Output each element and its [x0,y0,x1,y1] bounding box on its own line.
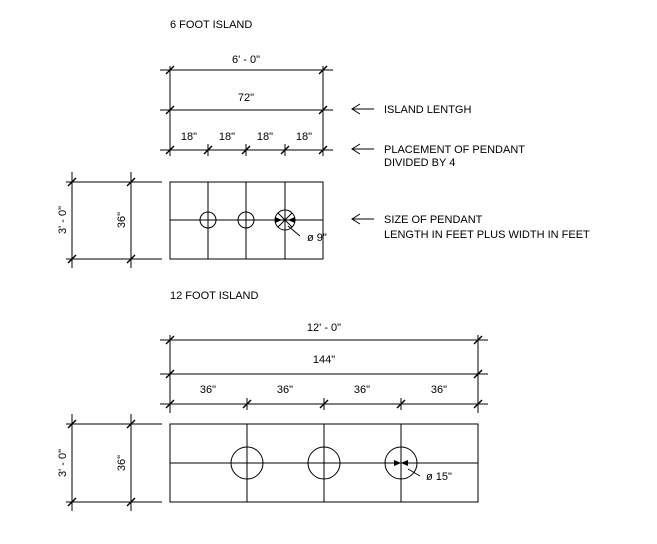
six-foot-segment-label: 18" [296,131,312,143]
twelve-foot-segment-dimension: 36" 36" 36" 36" [160,384,488,410]
callout-size-text: SIZE OF PENDANT [384,214,483,226]
six-foot-depth-feet: 3' - 0" [57,206,69,234]
pendant-light [237,211,255,229]
six-foot-island-plan: ø 9" [169,181,327,260]
twelve-foot-segment-label: 36" [431,384,447,396]
six-foot-depth-inches: 36" [116,212,128,228]
six-foot-segment-label: 18" [181,131,197,143]
six-foot-inch-label: 72" [238,92,254,104]
twelve-foot-inch-label: 144" [313,354,335,366]
twelve-foot-overall-label: 12' - 0" [307,322,341,334]
twelve-foot-depth-dimension: 3' - 0" 36" [57,414,162,511]
twelve-foot-island-heading: 12 FOOT ISLAND [170,290,258,302]
twelve-foot-island: 12 FOOT ISLAND 12' - 0" 144" [57,290,488,511]
callout-size: SIZE OF PENDANT LENGTH IN FEET PLUS WIDT… [351,213,590,241]
six-foot-segment-label: 18" [257,131,273,143]
six-foot-segment-dimension: 18" 18" 18" 18" [160,131,333,156]
callouts: ISLAND LENTGH PLACEMENT OF PENDANT DIVID… [351,103,590,241]
twelve-foot-segment-label: 36" [354,384,370,396]
twelve-foot-segment-label: 36" [277,384,293,396]
pendant-light [307,446,341,480]
callout-size-text: LENGTH IN FEET PLUS WIDTH IN FEET [384,229,590,241]
six-foot-depth-dimension: 3' - 0" 36" [57,172,162,268]
twelve-foot-segment-label: 36" [200,384,216,396]
six-foot-overall-dimension: 6' - 0" [160,54,333,156]
callout-placement: PLACEMENT OF PENDANT DIVIDED BY 4 [351,143,525,169]
pendant-light [199,211,217,229]
callout-placement-text: PLACEMENT OF PENDANT [384,144,525,156]
twelve-foot-depth-inches: 36" [116,455,128,471]
six-foot-island-heading: 6 FOOT ISLAND [170,19,252,31]
six-foot-island: 6 FOOT ISLAND 6' - 0" 72" [57,19,333,268]
six-foot-pendant-diameter: ø 9" [307,232,327,244]
six-foot-inch-dimension: 72" [160,92,333,115]
twelve-foot-pendant-diameter: ø 15" [426,471,452,483]
pendant-light [230,446,264,480]
twelve-foot-island-plan: ø 15" [169,423,479,503]
callout-island-length-text: ISLAND LENTGH [384,104,471,116]
callout-island-length: ISLAND LENTGH [351,103,471,116]
six-foot-overall-label: 6' - 0" [232,54,260,66]
six-foot-segment-label: 18" [219,131,235,143]
callout-placement-text: DIVIDED BY 4 [384,157,455,169]
twelve-foot-depth-feet: 3' - 0" [57,449,69,477]
twelve-foot-inch-dimension: 144" [160,354,488,379]
